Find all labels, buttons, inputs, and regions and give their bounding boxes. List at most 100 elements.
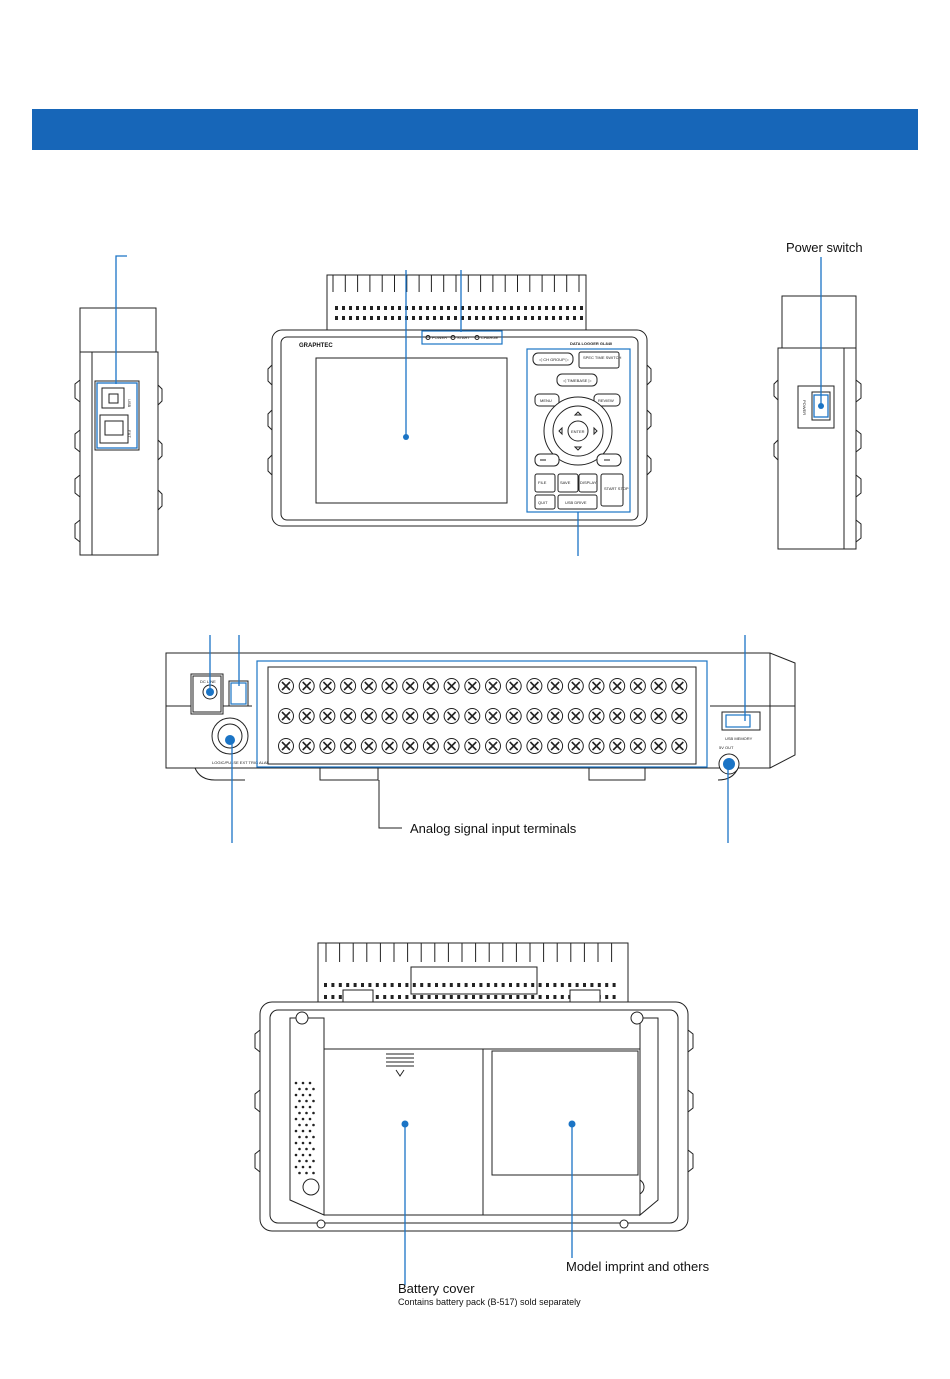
vent-dot [305, 1171, 308, 1175]
left-side-view: USB EXT [74, 255, 163, 556]
vent-dot [312, 1171, 315, 1175]
vent-dot [308, 1129, 312, 1133]
vent-hole [545, 316, 548, 320]
vent-hole [482, 316, 485, 320]
vent-hole [552, 316, 555, 320]
terminal-screw [381, 708, 398, 724]
terminal-screw [505, 738, 522, 754]
vent-hole [489, 316, 492, 320]
terminal-screw [422, 738, 439, 754]
vent-hole [605, 995, 609, 999]
terminal-screw [567, 708, 584, 724]
vent-hole [523, 983, 527, 987]
five-v-out-label: 5V OUT [719, 745, 734, 750]
indicator-charge: CHARGE [481, 335, 498, 340]
vent-hole [531, 306, 534, 310]
vent-dot [312, 1087, 315, 1091]
model-name: DATA LOGGER GL840 [570, 341, 613, 346]
lcd-screen [315, 357, 508, 504]
vent-hole [435, 983, 438, 987]
terminal-screw [650, 738, 667, 754]
right-side-view: POWER Power switch [773, 240, 863, 550]
terminal-screw [443, 738, 460, 754]
model-imprint-area [491, 1050, 639, 1176]
usb-port-label: USB [127, 399, 132, 408]
key-timebase: ◁ TIMEBASE ▷ [563, 378, 592, 383]
vent-hole [368, 983, 372, 987]
key-ch-group: ◁ CH GROUP ▷ [539, 357, 570, 362]
vent-hole [560, 995, 564, 999]
vent-dot [298, 1171, 301, 1175]
vent-dot [301, 1081, 305, 1085]
vent-hole [464, 995, 468, 999]
vent-hole [390, 983, 394, 987]
terminal-screw [360, 738, 377, 754]
terminal-screw [402, 708, 419, 724]
terminal-screw [319, 708, 336, 724]
vent-dot [298, 1087, 301, 1091]
vent-hole [412, 995, 416, 999]
key-start-stop: START STOP [604, 486, 629, 491]
vent-hole [566, 316, 569, 320]
vent-hole [568, 983, 572, 987]
vent-dot [312, 1147, 315, 1151]
vent-dot [301, 1129, 305, 1133]
terminal-screw [464, 678, 481, 694]
terminal-screw [298, 678, 315, 694]
vent-hole [447, 316, 450, 320]
terminal-screw [505, 678, 522, 694]
vent-dot [312, 1099, 315, 1103]
vent-hole [516, 995, 520, 999]
vent-hole [356, 306, 359, 310]
vent-hole [496, 306, 499, 310]
vent-hole [391, 306, 394, 310]
vent-hole [517, 306, 520, 310]
vent-dot [308, 1105, 312, 1109]
vent-dot [305, 1087, 308, 1091]
terminal-screw [671, 678, 688, 694]
vent-dot [294, 1129, 298, 1133]
vent-hole [538, 983, 542, 987]
analog-terminals-label: Analog signal input terminals [410, 821, 577, 836]
vent-hole [573, 306, 576, 310]
vent-hole [331, 995, 335, 999]
terminal-screw [422, 678, 439, 694]
keypad: ◁ CH GROUP ▷ SPEC TIME SWITCH ◁ TIMEBASE… [532, 351, 629, 510]
terminal-screw [588, 738, 605, 754]
vent-hole [426, 306, 429, 310]
terminal-screw [650, 708, 667, 724]
vent-hole [479, 995, 483, 999]
vent-hole [433, 306, 436, 310]
vent-dot [294, 1141, 298, 1145]
vent-hole [346, 983, 350, 987]
vent-hole [494, 983, 498, 987]
power-port-label: POWER [802, 400, 807, 415]
vent-hole [427, 995, 431, 999]
vent-hole [546, 995, 549, 999]
vent-hole [447, 306, 450, 310]
terminal-screw [505, 708, 522, 724]
vent-hole [475, 306, 478, 310]
vent-dot [305, 1123, 308, 1127]
vent-hole [559, 316, 562, 320]
terminal-screw [360, 678, 377, 694]
power-switch-label: Power switch [786, 240, 863, 255]
terminal-screw [609, 708, 626, 724]
dc-line-label: DC LINE [200, 679, 216, 684]
vent-hole [472, 983, 475, 987]
vent-dot [308, 1117, 312, 1121]
front-view: GRAPHTEC DATA LOGGER GL840 POWER START C… [267, 270, 652, 556]
vent-hole [546, 983, 549, 987]
vent-hole [509, 995, 512, 999]
vent-hole [342, 306, 345, 310]
terminal-screw [526, 708, 543, 724]
terminal-screw [588, 708, 605, 724]
vent-dot [308, 1081, 312, 1085]
terminal-screw [547, 708, 564, 724]
terminal-screw [567, 738, 584, 754]
vent-hole [442, 995, 446, 999]
vent-hole [580, 306, 583, 310]
vent-hole [398, 316, 401, 320]
vent-dot [301, 1093, 305, 1097]
key-save: SAVE [560, 480, 571, 485]
